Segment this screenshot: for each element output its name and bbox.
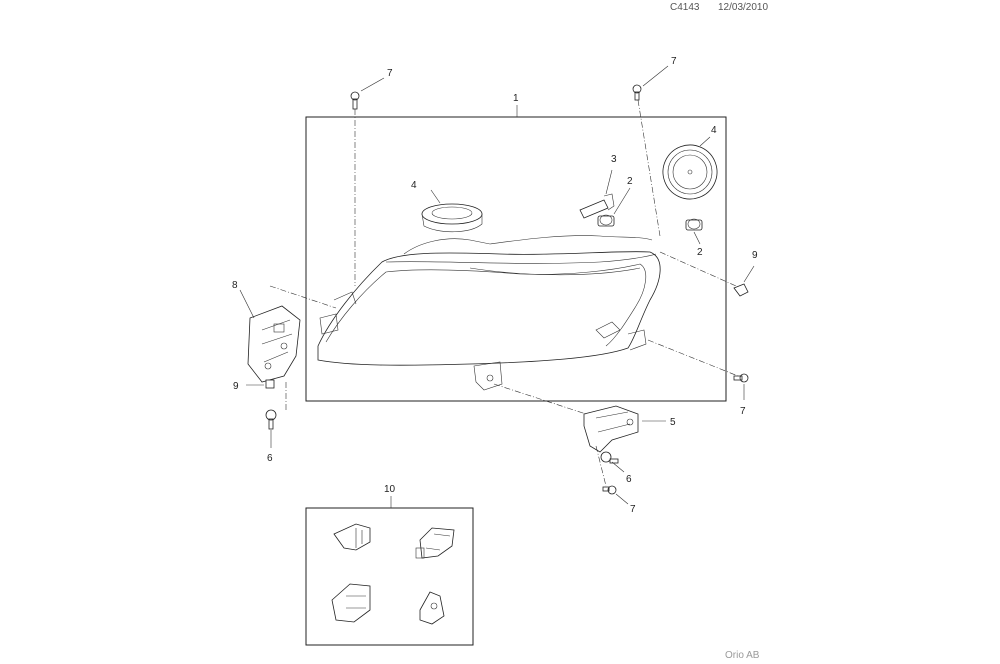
callout-leader-7-tr — [642, 65, 669, 87]
leader-lower-bracket — [493, 383, 587, 415]
leader-nut-right — [659, 251, 737, 287]
bolt-top-right[interactable] — [632, 84, 642, 101]
callout-2-b[interactable]: 2 — [697, 247, 703, 258]
callout-9-right[interactable]: 9 — [752, 250, 758, 261]
callout-leader-4-left — [430, 189, 441, 204]
headlamp-unit[interactable] — [317, 235, 661, 391]
callout-leader-6-bracket — [611, 461, 625, 473]
bolt-top-left[interactable] — [350, 91, 360, 110]
callout-leader-8 — [239, 289, 255, 319]
lower-bracket[interactable] — [583, 405, 639, 453]
clip-nut-right[interactable] — [733, 283, 749, 297]
callout-8[interactable]: 8 — [232, 280, 238, 291]
repair-kit-frame — [305, 507, 474, 646]
bolt-right[interactable] — [733, 373, 749, 383]
leader-bolt-top-right — [637, 99, 661, 237]
callout-leader-4-right — [699, 136, 711, 147]
headlamp-bulb-a[interactable] — [597, 214, 615, 227]
repair-tab-2[interactable] — [415, 527, 455, 559]
repair-tab-3[interactable] — [331, 583, 371, 623]
side-marker-bulb[interactable] — [579, 193, 615, 219]
callout-7-bottom[interactable]: 7 — [630, 504, 636, 515]
callout-6-left[interactable]: 6 — [267, 453, 273, 464]
headlamp-bulb-b[interactable] — [685, 218, 703, 231]
bulb-cover-right[interactable] — [655, 137, 724, 206]
callout-leader-3 — [605, 169, 613, 195]
callout-3[interactable]: 3 — [611, 154, 617, 165]
bolt-bottom[interactable] — [602, 485, 617, 495]
side-bracket[interactable] — [247, 305, 301, 383]
callout-leader-9-right — [743, 265, 755, 283]
callout-7-top-right[interactable]: 7 — [671, 56, 677, 67]
repair-tab-4[interactable] — [419, 591, 445, 625]
document-date: 12/03/2010 — [718, 2, 769, 13]
document-code: C4143 — [670, 2, 700, 13]
callout-leader-2-b — [693, 231, 701, 245]
leader-side-bracket — [269, 285, 337, 309]
callout-1[interactable]: 1 — [513, 93, 519, 104]
callout-leader-7-tl — [360, 77, 385, 92]
callout-4-left[interactable]: 4 — [411, 180, 417, 191]
callout-leader-7-bottom — [615, 493, 629, 505]
clip-nut-left[interactable] — [265, 379, 275, 389]
callout-9-left[interactable]: 9 — [233, 381, 239, 392]
callout-10[interactable]: 10 — [384, 484, 396, 495]
callout-6-bracket[interactable]: 6 — [626, 474, 632, 485]
headlamp-assembly-frame — [305, 116, 727, 402]
bulb-cover-left[interactable] — [421, 203, 483, 233]
leader-bolt-right — [647, 339, 739, 377]
repair-tab-1[interactable] — [333, 523, 371, 551]
callout-7-top-left[interactable]: 7 — [387, 68, 393, 79]
callout-7-right[interactable]: 7 — [740, 406, 746, 417]
screw-bracket[interactable] — [600, 451, 619, 464]
callout-leader-2-a — [613, 187, 631, 215]
callout-5[interactable]: 5 — [670, 417, 676, 428]
publisher-credit: Orio AB — [725, 650, 760, 661]
callout-2-a[interactable]: 2 — [627, 176, 633, 187]
leader-bolt-bottom — [595, 445, 607, 487]
screw-left[interactable] — [265, 409, 277, 430]
callout-4-right[interactable]: 4 — [711, 125, 717, 136]
